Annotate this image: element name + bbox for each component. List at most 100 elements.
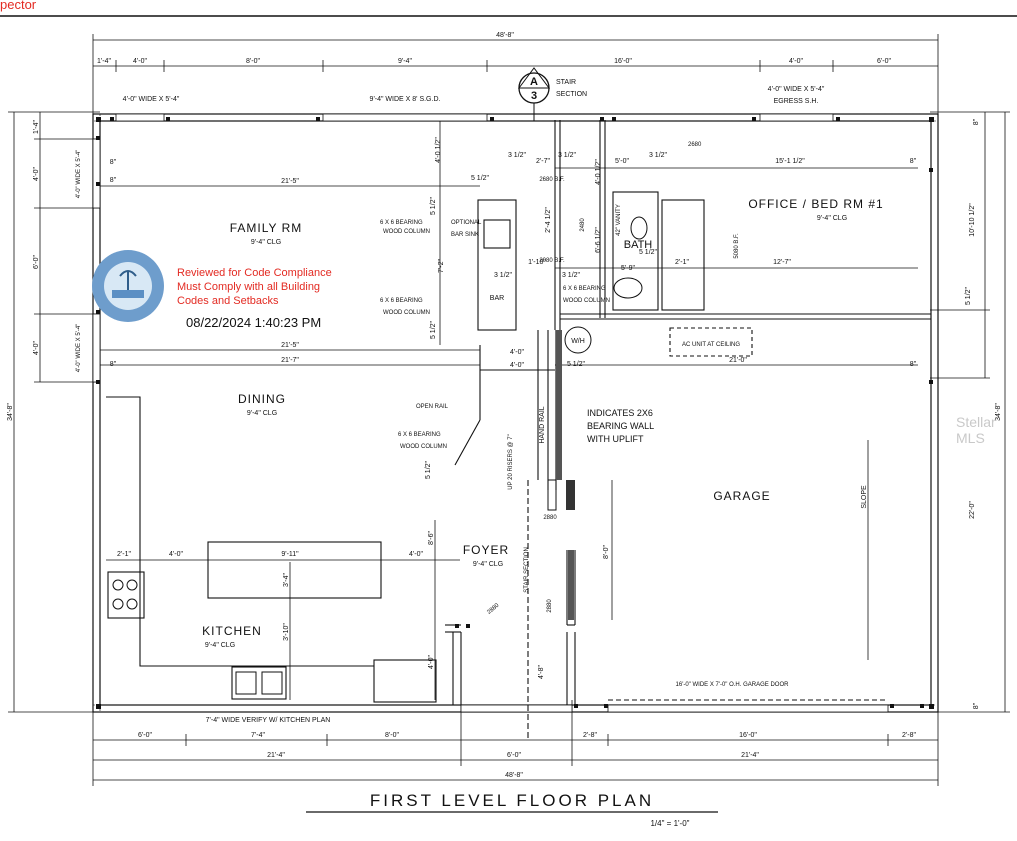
svg-text:UP 20 RISERS @ 7": UP 20 RISERS @ 7" [508,434,514,489]
svg-text:5080 B.F.: 5080 B.F. [734,233,740,259]
room-bar: BAR [490,295,504,302]
svg-text:8": 8" [910,361,917,368]
svg-text:6'-0": 6'-0" [877,58,891,65]
svg-text:21'-5": 21'-5" [281,178,299,185]
svg-text:3'-4": 3'-4" [283,573,290,587]
svg-text:8": 8" [110,177,117,184]
svg-text:6'-0": 6'-0" [138,732,152,739]
svg-text:8": 8" [110,361,117,368]
window-openings [92,113,889,713]
room-kitchen: KITCHEN [202,624,262,638]
svg-text:2'-1": 2'-1" [117,551,131,558]
svg-text:4'-0": 4'-0" [33,341,40,355]
svg-text:34'-8": 34'-8" [7,403,14,421]
svg-text:5 1/2": 5 1/2" [965,286,972,305]
svg-text:2680 B.F.: 2680 B.F. [539,177,565,183]
svg-text:8'-0": 8'-0" [246,58,260,65]
svg-text:6 X 6 BEARING: 6 X 6 BEARING [380,220,423,226]
svg-text:6 X 6 BEARING: 6 X 6 BEARING [563,286,606,292]
svg-text:2880: 2880 [543,515,557,521]
room-office: OFFICE / BED RM #1 [748,197,883,211]
stamp-timestamp: 08/22/2024 1:40:23 PM [186,315,322,330]
svg-text:21'-0": 21'-0" [729,357,747,364]
svg-text:INDICATES 2X6: INDICATES 2X6 [587,408,653,418]
svg-text:2480: 2480 [580,218,586,232]
wall-posts [96,117,934,709]
svg-text:21'-4": 21'-4" [267,752,285,759]
svg-text:16'-0": 16'-0" [614,58,632,65]
svg-text:8'-6": 8'-6" [428,531,435,545]
svg-text:3: 3 [531,90,537,102]
svg-text:4'-0" WIDE X 5'-4": 4'-0" WIDE X 5'-4" [768,86,825,93]
svg-text:9'-4" WIDE X 8' S.G.D.: 9'-4" WIDE X 8' S.G.D. [370,96,441,103]
svg-text:WOOD COLUMN: WOOD COLUMN [383,229,430,235]
svg-text:4'-0 1/2": 4'-0 1/2" [595,159,602,185]
svg-text:1'-4": 1'-4" [97,58,111,65]
svg-text:STAIR: STAIR [556,79,576,86]
svg-text:2880: 2880 [547,599,553,613]
svg-text:4'-0": 4'-0" [510,362,524,369]
svg-text:W/H: W/H [571,338,585,345]
svg-text:8": 8" [110,159,117,166]
svg-text:OPTIONAL: OPTIONAL [451,220,482,226]
svg-text:34'-8": 34'-8" [995,403,1002,421]
svg-text:STAIR SECTION: STAIR SECTION [524,547,530,593]
svg-text:EGRESS S.H.: EGRESS S.H. [774,98,819,105]
svg-text:4'-0": 4'-0" [133,58,147,65]
plan-text: 48'-8" 1'-4" 4'-0" 8'-0" 9'-4" 16'-0" 4'… [7,32,1002,779]
svg-text:4'-0 1/2": 4'-0 1/2" [435,137,442,163]
room-garage: GARAGE [713,489,770,503]
inspector-label: pector [0,0,37,12]
svg-text:5 1/2": 5 1/2" [425,460,432,479]
svg-text:6 X 6 BEARING: 6 X 6 BEARING [380,298,423,304]
svg-text:21'-4": 21'-4" [741,752,759,759]
svg-text:9'-4" CLG: 9'-4" CLG [473,561,503,568]
svg-text:5'-9": 5'-9" [621,265,635,272]
svg-text:WOOD COLUMN: WOOD COLUMN [563,298,610,304]
svg-text:9'-4" CLG: 9'-4" CLG [251,239,281,246]
svg-text:OPEN RAIL: OPEN RAIL [416,404,449,410]
svg-text:4'-0": 4'-0" [409,551,423,558]
svg-text:4'-0": 4'-0" [33,167,40,181]
svg-text:4'-0" WIDE X 5'-4": 4'-0" WIDE X 5'-4" [76,324,82,373]
svg-text:7'-4" WIDE VERIFY W/ KITCHEN P: 7'-4" WIDE VERIFY W/ KITCHEN PLAN [206,717,331,724]
svg-text:2'-4 1/2": 2'-4 1/2" [545,207,552,233]
plan-title: FIRST LEVEL FLOOR PLAN [370,791,654,810]
svg-text:5 1/2": 5 1/2" [567,361,586,368]
svg-text:15'-1 1/2": 15'-1 1/2" [775,158,805,165]
svg-text:3 1/2": 3 1/2" [508,152,527,159]
svg-text:3 1/2": 3 1/2" [494,272,513,279]
svg-text:2680: 2680 [688,142,702,148]
svg-text:SLOPE: SLOPE [861,485,868,509]
svg-text:10'-10 1/2": 10'-10 1/2" [969,203,976,237]
svg-text:2'-8": 2'-8" [583,732,597,739]
svg-text:A: A [530,76,538,88]
svg-text:2080 B.F.: 2080 B.F. [539,258,565,264]
svg-text:6'-0": 6'-0" [507,752,521,759]
svg-text:21'-5": 21'-5" [281,342,299,349]
code-review-stamp: Reviewed for Code Compliance Must Comply… [177,267,332,307]
svg-text:4'-0" WIDE X 5'-4": 4'-0" WIDE X 5'-4" [123,96,180,103]
svg-text:WOOD COLUMN: WOOD COLUMN [383,310,430,316]
svg-text:2880: 2880 [486,602,501,616]
interior-walls [106,120,931,740]
svg-text:4'-8": 4'-8" [538,665,545,679]
room-bath: BATH [624,239,653,251]
svg-text:5 1/2": 5 1/2" [430,196,437,215]
svg-text:4'-0" WIDE X 5'-4": 4'-0" WIDE X 5'-4" [76,150,82,199]
dimension-lines [8,34,1010,786]
svg-text:8'-0": 8'-0" [385,732,399,739]
svg-text:WOOD COLUMN: WOOD COLUMN [400,444,447,450]
svg-text:HAND RAIL: HAND RAIL [539,406,546,443]
svg-text:SECTION: SECTION [556,91,587,98]
svg-text:3 1/2": 3 1/2" [562,272,581,279]
svg-text:AC UNIT AT CEILING: AC UNIT AT CEILING [682,342,740,348]
bearing-wall-2x6 [547,330,575,620]
svg-text:3 1/2": 3 1/2" [558,152,577,159]
svg-text:7'-2": 7'-2" [438,259,445,273]
fixtures [112,216,648,695]
svg-text:21'-7": 21'-7" [281,357,299,364]
svg-text:8": 8" [973,702,980,709]
svg-text:2'-7": 2'-7" [536,158,550,165]
svg-text:42" VANITY: 42" VANITY [616,204,622,236]
